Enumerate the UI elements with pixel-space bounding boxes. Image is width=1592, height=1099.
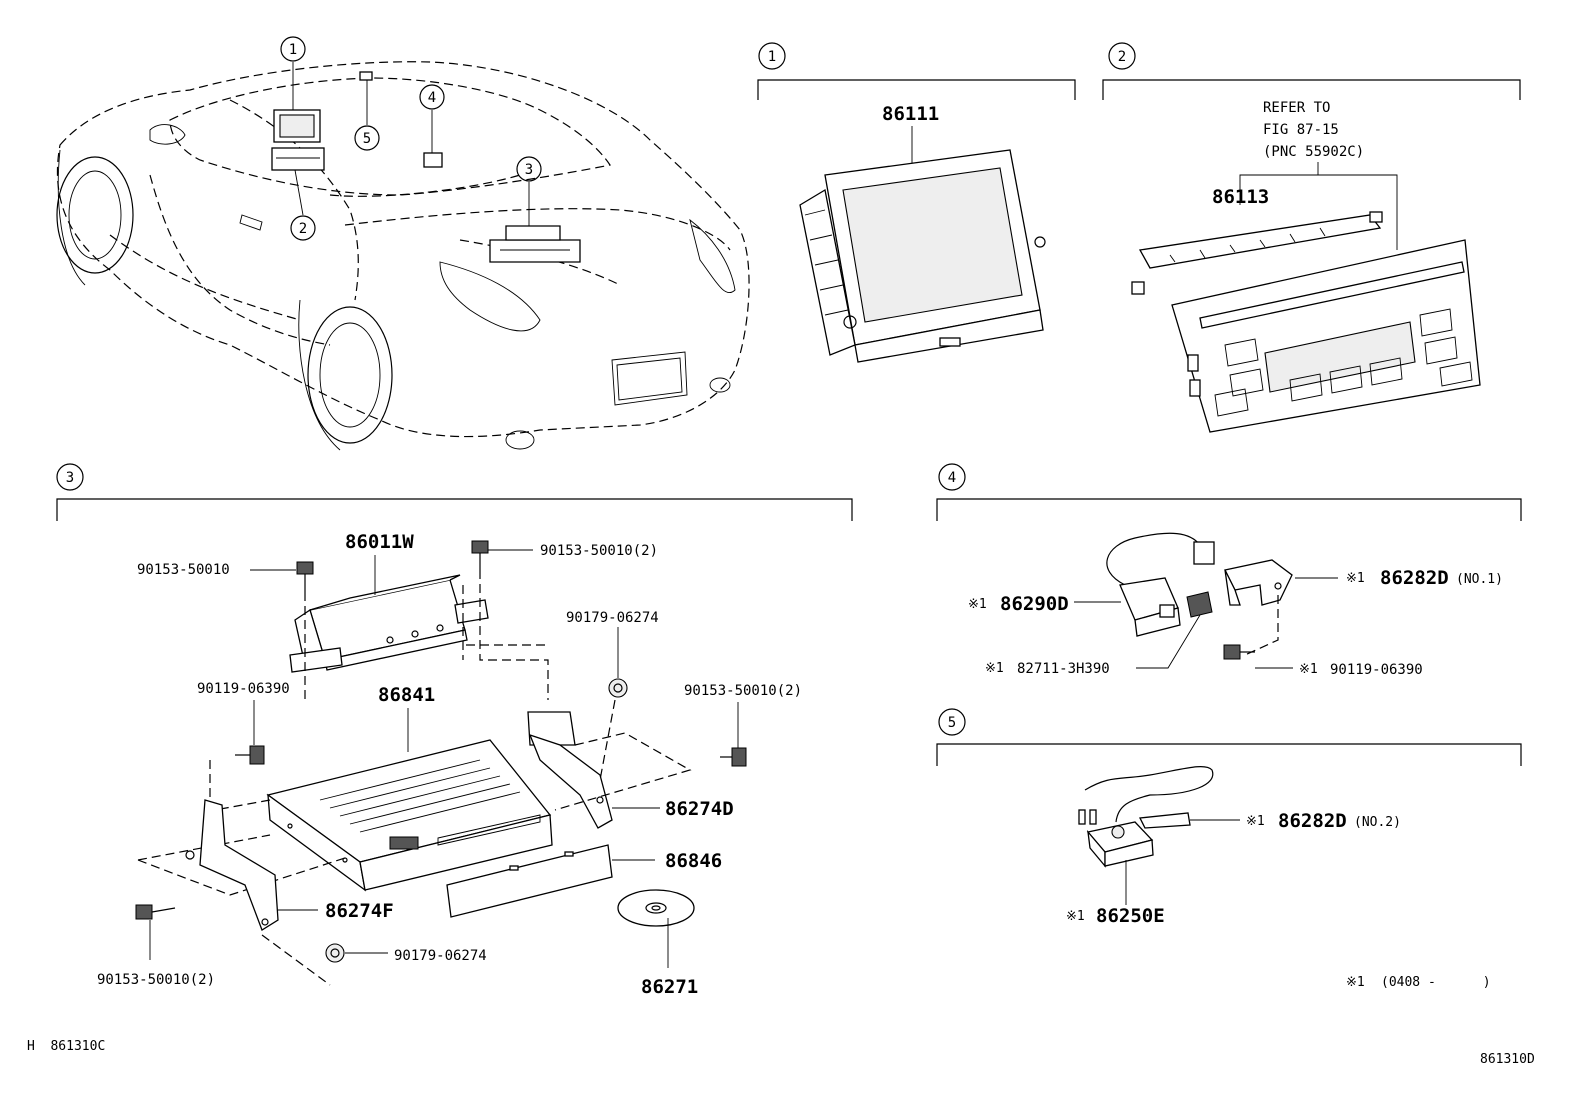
part-86271-label: 86271 [641,976,698,998]
disc-86271-illustration [617,889,695,927]
part-90179-06274-b-label: 90179-06274 [394,948,487,964]
section-4-number: 4 [948,470,956,486]
section-4: 4 ※1 86290D ※1 82711-3H390 ※1 86282D (NO… [936,463,1522,678]
part-86282d-no1-label: 86282D [1380,567,1449,589]
bolt-upper-left [296,561,314,592]
part-86011w-label: 86011W [345,531,414,553]
section-5: 5 ※1 86282D (NO.2) ※1 86250E [936,708,1522,927]
car-callout-3: 3 [516,156,542,182]
refer-line-2: FIG 87-15 [1263,122,1339,138]
mark-90119-sec4: ※1 [1299,662,1318,677]
bolt-upper-center [471,540,489,570]
section-1-number: 1 [768,49,776,65]
car-callout-2: 2 [290,215,316,241]
control-panel-illustration [1171,239,1481,433]
refer-line-3: (PNC 55902C) [1263,144,1364,160]
svg-text:4: 4 [428,90,436,106]
faceplate-86846-illustration [446,844,613,918]
footnote-text: (0408 - ) [1381,975,1491,990]
part-86841-label: 86841 [378,684,435,706]
bolt-90119-sec4 [1223,644,1255,660]
part-82711-3h390-label: 82711-3H390 [1017,661,1110,677]
part-86846-label: 86846 [665,850,722,872]
part-86111-label: 86111 [882,103,939,125]
connector-82711-illustration [1186,591,1213,618]
bracket-86274d-illustration [527,711,613,829]
part-90119-06390-sec4-label: 90119-06390 [1330,662,1423,678]
car-overview: 1 2 3 4 5 [56,36,750,451]
part-86113-label: 86113 [1212,186,1269,208]
section-2-number: 2 [1118,49,1126,65]
car-callout-5: 5 [354,125,380,151]
svg-text:2: 2 [299,221,307,237]
section-5-number: 5 [948,715,956,731]
section-2: 2 REFER TO FIG 87-15 (PNC 55902C) 86113 [1102,42,1521,433]
bolt-lower [135,904,176,920]
car-callout-1: 1 [280,36,306,62]
footer-right-code: 861310D [1480,1052,1535,1067]
bracket-86274f-illustration [185,799,279,931]
multimedia-unit-86841-illustration [266,739,553,892]
mark-86282d-no2: ※1 [1246,814,1265,829]
mark-82711: ※1 [985,661,1004,676]
part-86282d-no1-suffix: (NO.1) [1456,572,1503,587]
section-1: 1 86111 [757,42,1076,363]
module-86290d-illustration [1106,532,1215,637]
part-90153-50010-a-label: 90153-50010 [137,562,230,578]
part-90153-50010-b-label: 90153-50010(2) [540,543,658,559]
navigation-display-illustration [799,149,1046,363]
svg-text:5: 5 [363,131,371,147]
section-3: 3 86011W 90153-50010 90153-50010(2) [56,463,853,998]
nut-lower [325,943,345,963]
mark-86290d: ※1 [968,597,987,612]
part-86250e-label: 86250E [1096,905,1165,927]
mark-86282d-no1: ※1 [1346,571,1365,586]
part-86274d-label: 86274D [665,798,734,820]
bolt-90119 [235,745,265,765]
car-callout-4: 4 [419,84,445,110]
refer-line-1: REFER TO [1263,100,1330,116]
part-90119-06390-label: 90119-06390 [197,681,290,697]
mark-86250e: ※1 [1066,909,1085,924]
nut-upper [608,678,628,698]
part-86274f-label: 86274F [325,900,394,922]
footnote-mark: ※1 [1346,975,1365,990]
part-86290d-label: 86290D [1000,593,1069,615]
part-86282d-no2-label: 86282D [1278,810,1347,832]
part-86282d-no2-suffix: (NO.2) [1354,815,1401,830]
bolt-right [720,747,747,767]
switch-strip-illustration [1131,211,1383,295]
part-90153-50010-c-label: 90153-50010(2) [684,683,802,699]
footer-left-code: H 861310C [27,1039,105,1054]
svg-text:3: 3 [525,162,533,178]
bracket-86282d-no1-illustration [1224,559,1293,606]
module-86250e-illustration [1078,766,1214,868]
svg-text:1: 1 [289,42,297,58]
amplifier-86011w-illustration [289,574,489,673]
part-90179-06274-a-label: 90179-06274 [566,610,659,626]
part-90153-50010-d-label: 90153-50010(2) [97,972,215,988]
section-3-number: 3 [66,470,74,486]
